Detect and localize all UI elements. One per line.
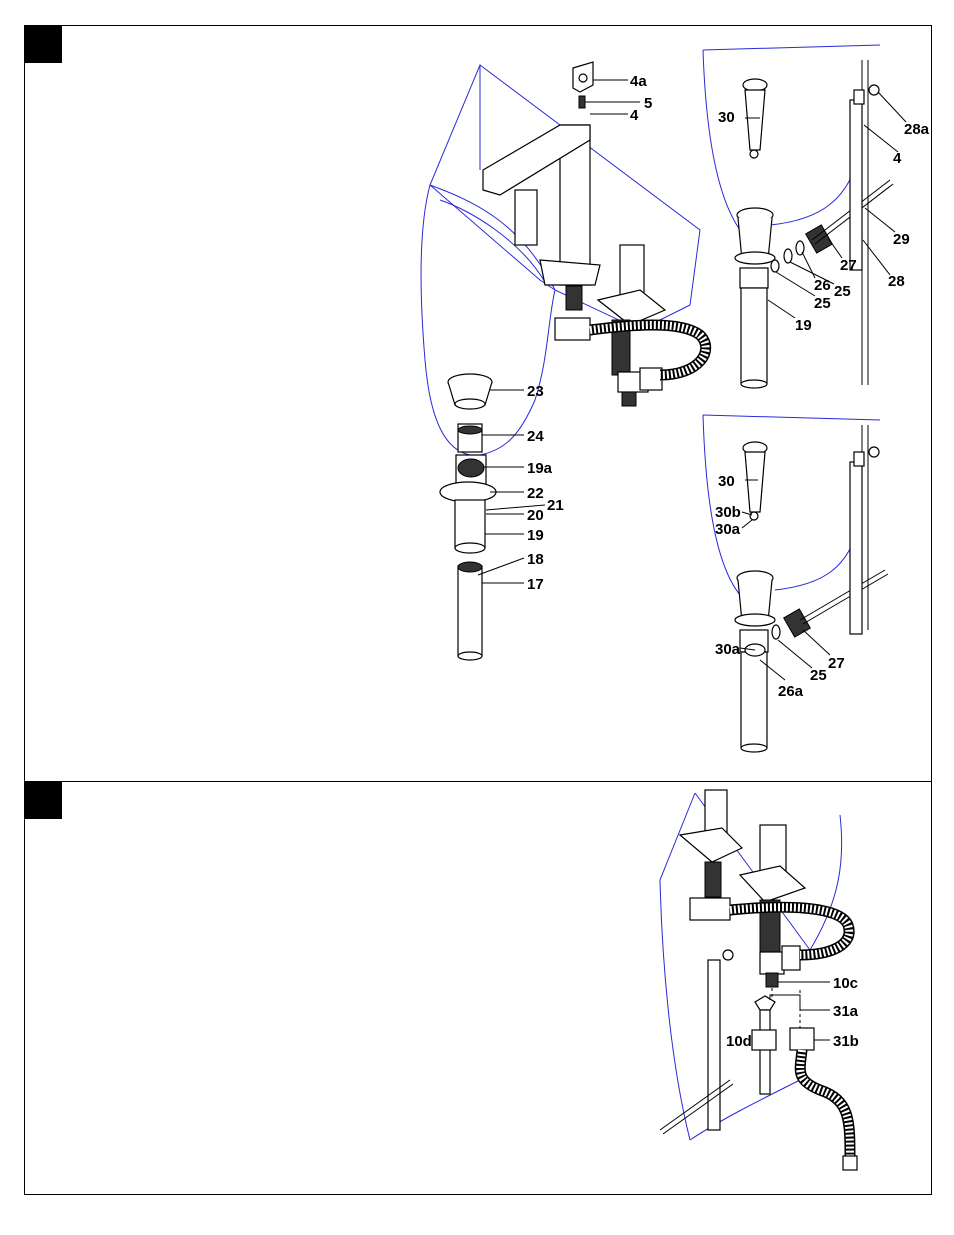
label-27-b: 27 bbox=[828, 655, 845, 672]
label-19a: 19a bbox=[527, 460, 553, 477]
label-20: 20 bbox=[527, 507, 544, 524]
label-28: 28 bbox=[888, 273, 905, 290]
label-30a-top: 30a bbox=[715, 521, 741, 538]
label-25b: 25 bbox=[814, 295, 831, 312]
label-26a: 26a bbox=[778, 683, 804, 700]
label-19b: 19 bbox=[795, 317, 812, 334]
label-22: 22 bbox=[527, 485, 544, 502]
supply-connection-drawing bbox=[660, 790, 857, 1170]
label-10c: 10c bbox=[833, 975, 858, 992]
popup-drain-drawing-a bbox=[703, 45, 893, 388]
label-10d: 10d bbox=[726, 1033, 752, 1050]
label-24: 24 bbox=[527, 428, 544, 445]
label-25a: 25 bbox=[834, 283, 851, 300]
label-23: 23 bbox=[527, 383, 544, 400]
label-25-b: 25 bbox=[810, 667, 827, 684]
label-28a: 28a bbox=[904, 121, 930, 138]
label-17: 17 bbox=[527, 576, 544, 593]
label-29: 29 bbox=[893, 231, 910, 248]
label-4b: 4 bbox=[893, 150, 902, 167]
label-30a-bottom: 30a bbox=[715, 641, 741, 658]
label-30b: 30b bbox=[715, 504, 741, 521]
label-26: 26 bbox=[814, 277, 831, 294]
label-30-b: 30 bbox=[718, 473, 735, 490]
label-31b: 31b bbox=[833, 1033, 859, 1050]
label-21: 21 bbox=[547, 497, 564, 514]
label-4a: 4a bbox=[630, 73, 647, 90]
label-5: 5 bbox=[644, 95, 652, 112]
label-4: 4 bbox=[630, 107, 639, 124]
faucet-drain-assembly-drawing bbox=[421, 62, 706, 660]
label-18: 18 bbox=[527, 551, 544, 568]
label-19: 19 bbox=[527, 527, 544, 544]
popup-drain-drawing-b bbox=[703, 415, 888, 752]
label-30: 30 bbox=[718, 109, 735, 126]
label-31a: 31a bbox=[833, 1003, 859, 1020]
label-27: 27 bbox=[840, 257, 857, 274]
